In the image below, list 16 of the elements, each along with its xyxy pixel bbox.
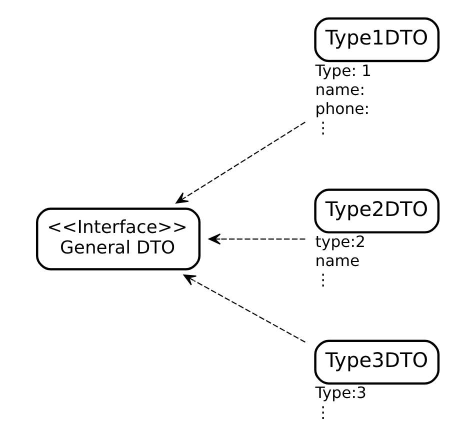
node-label: name xyxy=(314,251,360,270)
node-label: Type: 1 xyxy=(314,60,371,80)
arrow xyxy=(175,122,305,204)
node-label: type:2 xyxy=(314,232,366,252)
node-label: ⋮ xyxy=(314,402,330,422)
node-label: phone: xyxy=(314,98,370,118)
node-box: Type3DTO xyxy=(314,340,440,385)
node-box: Type2DTO xyxy=(314,188,440,234)
arrow xyxy=(208,233,305,245)
node-label: name: xyxy=(314,80,364,99)
node-box: Type1DTO xyxy=(314,17,440,62)
arrow xyxy=(182,274,305,343)
node-label: ⋮ xyxy=(314,118,330,137)
node-label: ⋮ xyxy=(314,270,330,290)
node-box: <<Interface>> General DTO xyxy=(36,208,200,270)
node-label: Type:3 xyxy=(314,383,366,402)
